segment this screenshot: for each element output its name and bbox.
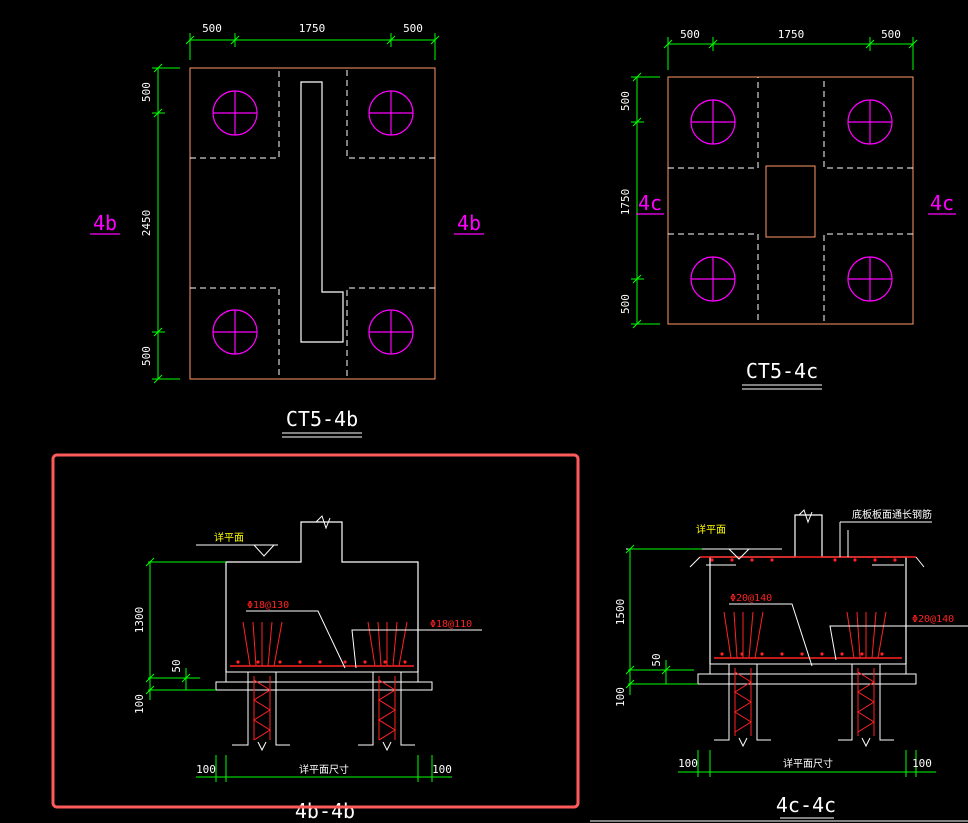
rebar-dots-4b (236, 660, 407, 664)
dim-left-4c (631, 72, 660, 329)
dim-left-4c-c: 500 (619, 294, 632, 314)
dim-top-4c-a: 500 (680, 28, 700, 41)
section-title-4c-4c: 4c-4c (776, 793, 836, 817)
pile-rebar-4b (253, 676, 396, 741)
plan-title-ct5-4b: CT5-4b (286, 407, 358, 431)
pile-rebar-4c (734, 668, 875, 736)
dim-top-4b-b: 1750 (299, 22, 326, 35)
dim-left-4b (152, 63, 180, 384)
column-4c (765, 165, 816, 238)
section-title-4b-4b: 4b-4b (295, 799, 355, 823)
wall-column-4b (300, 81, 344, 343)
dim-top-4c-c: 500 (881, 28, 901, 41)
dim-top-4b-c: 500 (403, 22, 423, 35)
section-mark-4b-right: 4b (457, 211, 481, 235)
level-label-4c: 详平面 (696, 523, 726, 536)
piles-4c (690, 99, 893, 302)
rebar-label-4c-right: Φ20@140 (912, 614, 954, 625)
piles-section-4b (232, 671, 415, 746)
selection-box[interactable] (51, 453, 580, 809)
rebar-label-4b-right: Φ18@110 (430, 619, 472, 630)
dim-top-4b (185, 33, 440, 60)
section-mark-4b-left: 4b (93, 211, 117, 235)
dim-bottom-4c-mid: 详平面尺寸 (783, 757, 833, 770)
dim-bottom-4b-mid: 详平面尺寸 (299, 763, 349, 776)
level-label-4b: 详平面 (214, 531, 244, 544)
cap-section-4c (709, 514, 907, 664)
section-4b-4b[interactable]: Φ18@130 Φ18@110 详平面 1300 50 100 100 详平面尺… (133, 515, 482, 823)
anchor-bars-4b (242, 621, 408, 667)
section-mark-4c-left: 4c (638, 191, 662, 215)
dim-bottom-4c-right: 100 (912, 757, 932, 770)
dim-left-4c-a: 500 (619, 91, 632, 111)
dim-bottom-4c-left: 100 (678, 757, 698, 770)
dim-left-4b-b: 2450 (140, 210, 153, 237)
dim-bottom-4b-left: 100 (196, 763, 216, 776)
piles-4b (212, 90, 414, 355)
dim-100-4b: 100 (133, 694, 146, 714)
plan-title-ct5-4c: CT5-4c (746, 359, 818, 383)
cushion-4b (215, 681, 433, 691)
section-4c-4c[interactable]: 底板板面通长钢筋 详平面 (590, 508, 968, 822)
dim-top-4b-a: 500 (202, 22, 222, 35)
dim-top-4c-b: 1750 (778, 28, 805, 41)
plan-ct5-4b[interactable]: 500 1750 500 500 2450 500 4b 4b CT5-4b (90, 22, 484, 438)
section-mark-4c-right: 4c (930, 191, 954, 215)
dim-vert-4b (145, 557, 226, 700)
height-dim-4c: 1500 (614, 599, 627, 626)
dim-100-4c: 100 (614, 687, 627, 707)
cap-outline-4c (667, 76, 914, 325)
plan-ct5-4c[interactable]: 500 1750 500 500 1750 500 4c 4c CT5-4c (619, 28, 956, 390)
rebar-label-4b-left: Φ18@130 (247, 600, 289, 611)
cap-outline-4b (189, 67, 436, 380)
rebar-label-4c-left: Φ20@140 (730, 593, 772, 604)
dim-bottom-4b-right: 100 (432, 763, 452, 776)
note-4c: 底板板面通长钢筋 (852, 508, 932, 521)
dim-left-4c-b: 1750 (619, 189, 632, 216)
dim-bottom-4b (196, 755, 452, 782)
cap-section-4b (225, 521, 419, 672)
pile-cells-4c (668, 77, 913, 324)
dim-left-4b-c: 500 (140, 346, 153, 366)
dim-left-4b-a: 500 (140, 82, 153, 102)
dim-top-4c (663, 37, 918, 70)
height-dim-4b: 1300 (133, 607, 146, 634)
dim-50-4c: 50 (650, 653, 663, 666)
dim-50-4b: 50 (170, 659, 183, 672)
